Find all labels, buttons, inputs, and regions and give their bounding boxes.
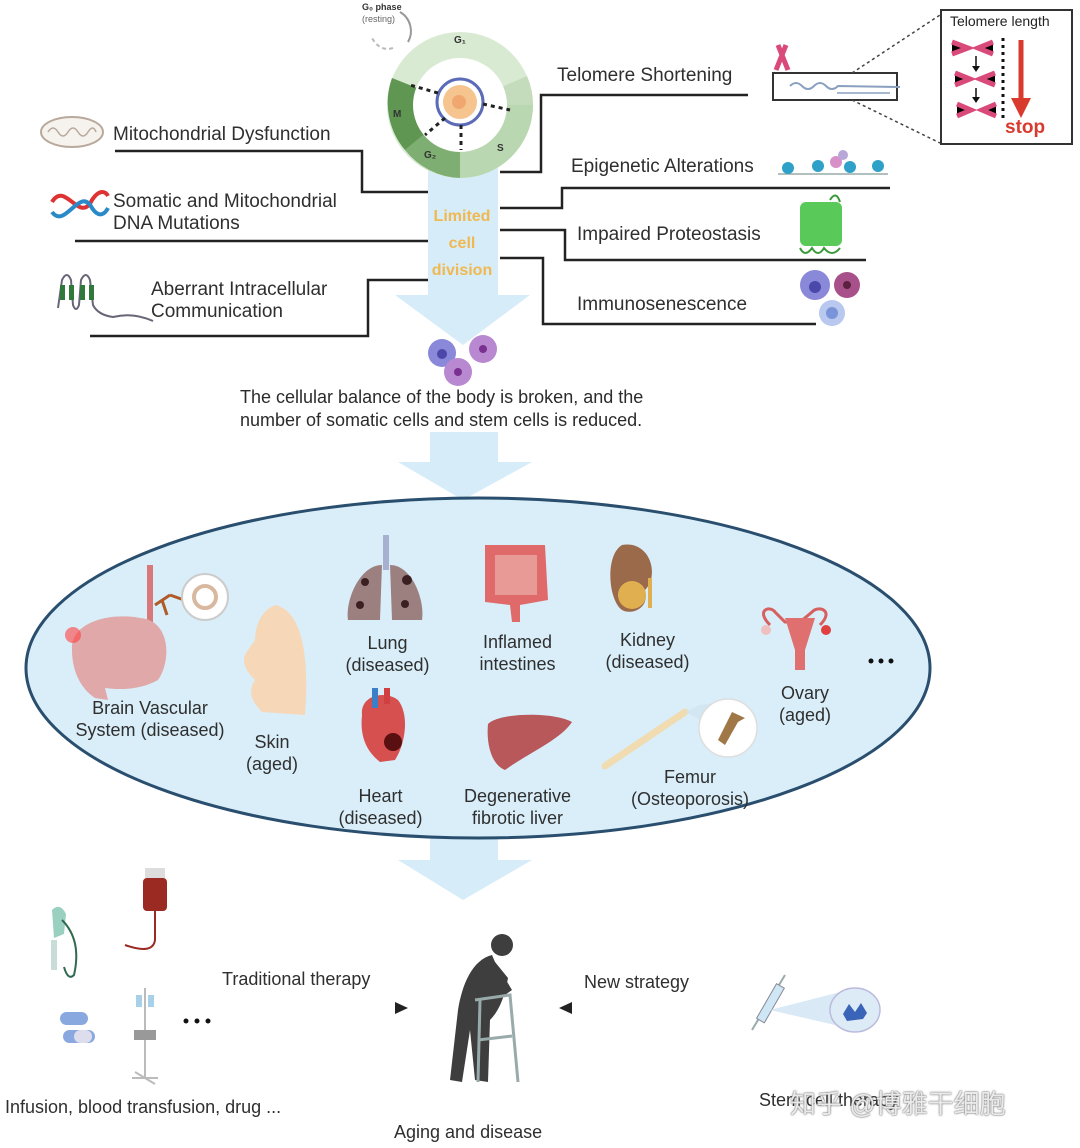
organ-label-heart: Heart (diseased) — [338, 786, 423, 828]
receptor-icon — [57, 274, 154, 322]
senescent-cells-icon — [428, 335, 497, 386]
organ-label-femur: Femur (Osteoporosis) — [630, 767, 750, 809]
organ-label-ovary: Ovary (aged) — [778, 683, 832, 725]
organ-label-lung: Lung (diseased) — [345, 633, 430, 675]
traditional-therapy-label: Traditional therapy — [222, 969, 371, 989]
flow-arrow-3 — [398, 830, 532, 900]
face-icon — [244, 605, 307, 715]
watermark: 知乎 @博雅干细胞 — [790, 1089, 1006, 1119]
organ-label-skin: Skin (aged) — [245, 732, 299, 774]
elderly-person-icon — [450, 934, 513, 1082]
immune-cells-icon — [800, 270, 860, 326]
hallmark-impaired-proteostasis: Impaired Proteostasis — [577, 224, 761, 245]
chromosome-icon — [951, 39, 997, 119]
phase-m-label: M — [393, 109, 402, 120]
syringe-icon — [751, 974, 786, 1031]
traditional-therapy-arrow — [232, 1002, 408, 1014]
organ-label-kidney: Kidney (diseased) — [605, 630, 690, 672]
intestine-icon — [485, 545, 548, 622]
hallmark-telomere-shortening: Telomere Shortening — [557, 65, 733, 86]
phase-s-label: S — [497, 143, 504, 154]
therapy-ellipsis — [183, 1018, 211, 1024]
traditional-therapy-items: Infusion, blood transfusion, drug ... — [5, 1097, 282, 1117]
nucleosome-icon — [778, 150, 888, 175]
hallmark-dna-mutations-line1: Somatic and Mitochondrial — [113, 191, 337, 212]
hallmark-epigenetic-alterations: Epigenetic Alterations — [571, 156, 754, 177]
uterus-icon — [761, 607, 831, 670]
telomere-length-title: Telomere length — [950, 13, 1050, 29]
organ-ellipse — [24, 496, 932, 840]
mitochondria-icon — [40, 116, 104, 148]
telomere-stop-label: stop — [1005, 117, 1046, 138]
telomere-diagram — [772, 9, 1073, 145]
organ-label-brain: Brain Vascular System (diseased) — [75, 698, 225, 740]
connector-lines-left — [75, 149, 428, 338]
organ-label-intestines: Inflamed intestines — [479, 632, 556, 674]
more-organs-ellipsis — [868, 658, 894, 664]
new-strategy-arrow — [559, 1002, 727, 1014]
blood-bag-icon — [124, 868, 167, 950]
organ-label-liver: Degenerative fibrotic liver — [463, 786, 572, 828]
hallmark-dna-mutations-line2: DNA Mutations — [113, 213, 240, 234]
heart-icon — [361, 688, 406, 762]
lung-icon — [347, 535, 423, 620]
balance-line-2: number of somatic cells and stem cells i… — [240, 410, 643, 430]
aging-and-disease-label: Aging and disease — [394, 1122, 543, 1142]
balance-line-1: The cellular balance of the body is brok… — [240, 387, 644, 407]
kidney-icon — [610, 544, 652, 612]
phase-g1-label: G₁ — [454, 35, 466, 46]
iv-stand-icon — [132, 988, 158, 1085]
limited-line-3: division — [431, 262, 493, 279]
hallmark-mitochondrial-dysfunction: Mitochondrial Dysfunction — [113, 124, 331, 145]
stem-cell-dish-icon — [770, 987, 881, 1033]
brain-icon — [65, 565, 229, 700]
walker-icon — [474, 993, 520, 1083]
limited-line-2: cell — [448, 235, 476, 252]
oxygen-mask-icon — [51, 906, 78, 978]
pills-icon — [60, 1012, 95, 1043]
cell-cycle-diagram — [371, 11, 533, 178]
limited-cell-division-label: Limited cell division — [422, 203, 502, 284]
stop-arrow-icon — [1011, 98, 1031, 118]
dna-icon — [50, 190, 110, 219]
new-strategy-label: New strategy — [584, 972, 690, 992]
connector-lines-right — [500, 93, 890, 326]
liver-icon — [487, 714, 572, 770]
hallmark-intercellular-communication-line2: Communication — [151, 301, 283, 322]
hallmark-intercellular-communication-line1: Aberrant Intracellular — [151, 279, 328, 300]
g0-phase-sublabel: (resting) — [362, 14, 396, 24]
cellular-balance-statement: The cellular balance of the body is brok… — [240, 386, 700, 432]
flow-arrow-1 — [395, 165, 530, 345]
hallmark-immunosenescence: Immunosenescence — [577, 294, 748, 315]
limited-line-1: Limited — [433, 208, 491, 225]
flow-arrow-2 — [398, 432, 532, 500]
g0-phase-label: G₀ phase — [362, 2, 402, 12]
bone-icon — [601, 698, 758, 770]
phase-g2-label: G₂ — [424, 150, 437, 161]
protein-icon — [799, 194, 842, 254]
stem-cell-therapy-label: Stem cell therapy — [759, 1090, 899, 1110]
